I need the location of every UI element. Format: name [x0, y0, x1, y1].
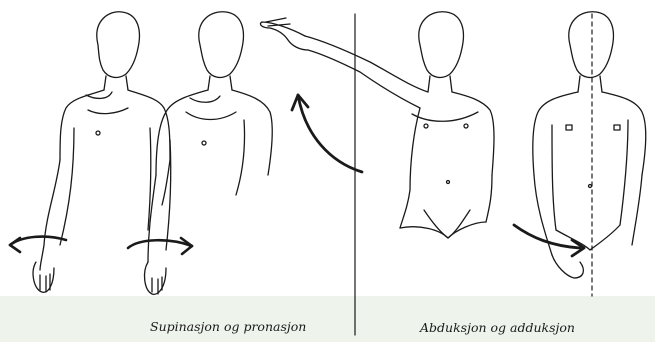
- supination-arrowhead: [181, 238, 192, 254]
- caption-abduction-adduction: Abduksjon og adduksjon: [420, 320, 575, 335]
- figure-supination-2: [145, 12, 273, 295]
- pronation-arrowhead: [10, 238, 20, 252]
- bottom-strip: [0, 296, 655, 342]
- figure-abduction: [260, 12, 494, 238]
- figure-adduction: [533, 12, 646, 278]
- figure-supination-1: [33, 12, 170, 293]
- caption-supination-pronation: Supinasjon og pronasjon: [150, 319, 306, 334]
- adduction-arrow: [514, 225, 580, 248]
- supination-arrow: [128, 240, 192, 248]
